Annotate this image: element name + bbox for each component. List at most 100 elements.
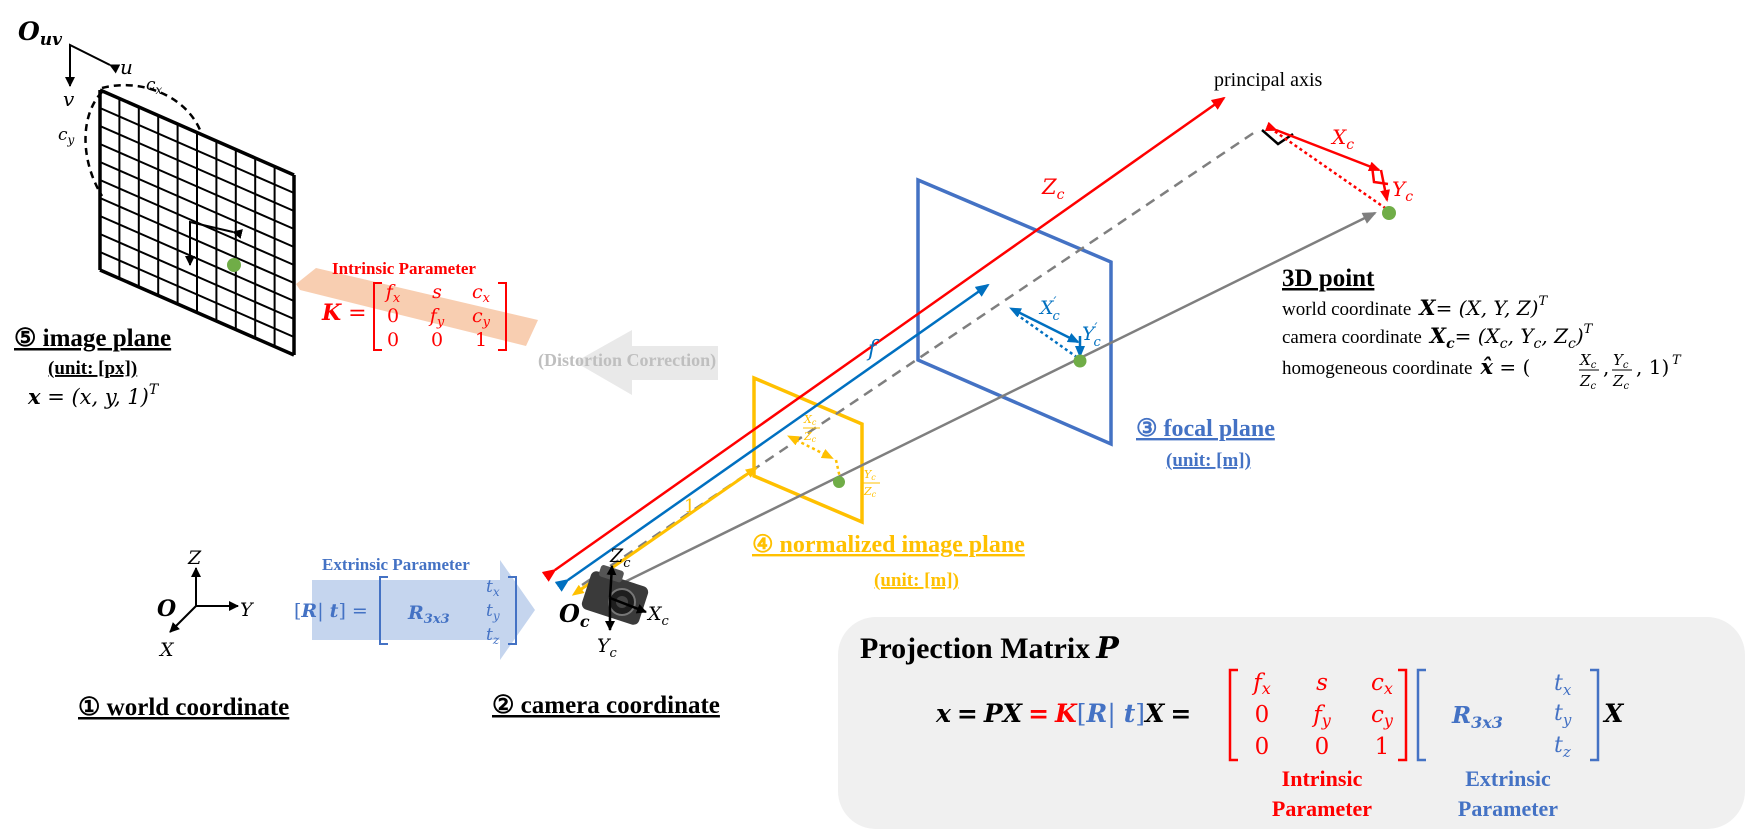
focal-point-dot — [1073, 354, 1087, 368]
normalized-point-dot — [833, 476, 845, 488]
xc-label: Xc — [1330, 125, 1354, 153]
world-y-label: Y — [240, 599, 255, 621]
extrinsic-arrow-shape — [312, 560, 535, 660]
normalized-image-plane — [752, 375, 864, 525]
cx-label: cx — [146, 75, 163, 97]
matrix-cell: 0 — [1255, 734, 1270, 760]
k-right-bracket — [498, 282, 507, 351]
matrix-cell: 0 — [1255, 702, 1270, 728]
grid-line — [99, 179, 295, 266]
zc-axis-arrow — [541, 96, 1226, 582]
uv-axes — [65, 43, 121, 87]
yc-label: Yc — [1392, 177, 1413, 205]
normalized-plane-title: ④ normalized image plane — [752, 532, 1025, 558]
svg-text:Xc: Xc — [803, 413, 817, 427]
proj-ext-right-bracket — [1590, 668, 1600, 762]
principal-axis-label: principal axis — [1214, 69, 1323, 91]
svg-text:,: , — [1603, 355, 1609, 379]
proj-tx: tx — [1554, 671, 1572, 699]
intrinsic-arrow-shape — [296, 268, 538, 346]
ext-ty: ty — [486, 601, 500, 623]
ext-r3x3: R3x3 — [407, 602, 450, 627]
focal-dotted-line — [1015, 312, 1079, 360]
ext-tz: tz — [486, 625, 500, 647]
point-xc-offset — [1264, 121, 1381, 172]
unit-one-label: 1 — [684, 496, 695, 517]
focal-plane — [916, 177, 1113, 447]
extrinsic-lhs: [R| t] = — [294, 600, 368, 622]
proj-ext-left-bracket — [1416, 668, 1426, 762]
normalized-xc-offset — [787, 435, 834, 460]
proj-ty: ty — [1554, 701, 1572, 729]
camera-coord-title: ② camera coordinate — [492, 692, 720, 719]
svg-text:, 1): , 1) — [1636, 355, 1669, 379]
matrix-cell: fx — [1251, 670, 1271, 698]
distortion-label: (Distortion Correction) — [538, 350, 716, 371]
camera-xc-label: Xc — [646, 603, 670, 629]
3d-point-dot — [1382, 206, 1396, 220]
camera-zc-axis — [606, 565, 617, 599]
focal-plane-unit: (unit: [m]) — [1166, 450, 1251, 471]
point-right-angle — [1370, 165, 1389, 186]
proj-k-right-bracket — [1398, 668, 1408, 762]
normalized-yc-fraction: Yc Zc — [863, 468, 880, 499]
matrix-cell: 0 — [387, 329, 399, 351]
k-lhs: K = — [321, 300, 367, 326]
camera-origin-label: Oc — [559, 599, 590, 631]
svg-text:Zc: Zc — [863, 485, 877, 499]
image-plane-equation: x = (x, y, 1)T — [27, 382, 160, 409]
svg-text:Xc: Xc — [1579, 351, 1597, 371]
ext-tx: tx — [486, 577, 500, 599]
ext-right-bracket — [508, 576, 517, 645]
world-z-label: Z — [187, 547, 202, 569]
svg-text:T: T — [1672, 353, 1682, 368]
xc-prime-label: X′c — [1038, 295, 1060, 324]
matrix-cell: 1 — [1375, 734, 1390, 760]
axis-v-label: v — [63, 87, 75, 111]
axis-u-label: u — [120, 55, 133, 79]
projection-equation: x=PX=K[R| t]X= — [935, 699, 1191, 729]
camera-zc-label: Zc — [609, 545, 631, 571]
camera-yc-label: Yc — [597, 635, 618, 661]
image-plane-grid — [98, 88, 296, 357]
cy-label: cy — [58, 125, 75, 147]
grid-line — [99, 233, 295, 320]
matrix-cell: cy — [1371, 702, 1394, 730]
origin-uv-label: Ouv — [18, 17, 63, 50]
grid-line — [99, 251, 295, 338]
extrinsic-title: Extrinsic Parameter — [322, 555, 470, 574]
image-plane-title: ⑤ image plane — [14, 325, 171, 352]
matrix-cell: s — [1316, 670, 1328, 696]
homog-fractions: Xc Zc , Yc Zc , 1) T — [1579, 351, 1682, 392]
proj-extrinsic-label-2: Parameter — [1458, 796, 1558, 821]
proj-intrinsic-label-2: Parameter — [1272, 796, 1372, 821]
image-point-offset-arrow — [185, 220, 243, 266]
matrix-cell: 0 — [1315, 734, 1330, 760]
yc-prime-label: Y′c — [1082, 321, 1102, 350]
svg-text:Yc: Yc — [864, 468, 876, 482]
svg-text:Zc: Zc — [1579, 372, 1596, 392]
k-left-bracket — [373, 282, 382, 351]
grid-line — [99, 268, 295, 357]
3d-point-title: 3D point — [1282, 265, 1375, 292]
proj-r3x3: R3x3 — [1451, 702, 1503, 732]
ext-left-bracket — [379, 576, 388, 645]
proj-extrinsic-label-1: Extrinsic — [1465, 766, 1551, 791]
matrix-cell: cx — [1371, 670, 1393, 698]
proj-k-left-bracket — [1228, 668, 1238, 762]
world-x-axis — [169, 605, 197, 633]
svg-text:Zc: Zc — [803, 430, 817, 444]
cy-dashed-arc — [84, 91, 104, 197]
point-yc-offset — [1379, 169, 1390, 202]
image-plane-unit: (unit: [px]) — [48, 358, 137, 379]
svg-text:Zc: Zc — [1612, 372, 1629, 392]
matrix-cell: 0 — [431, 329, 443, 351]
focal-plane-title: ③ focal plane — [1136, 416, 1275, 442]
matrix-cell: 0 — [387, 305, 399, 327]
